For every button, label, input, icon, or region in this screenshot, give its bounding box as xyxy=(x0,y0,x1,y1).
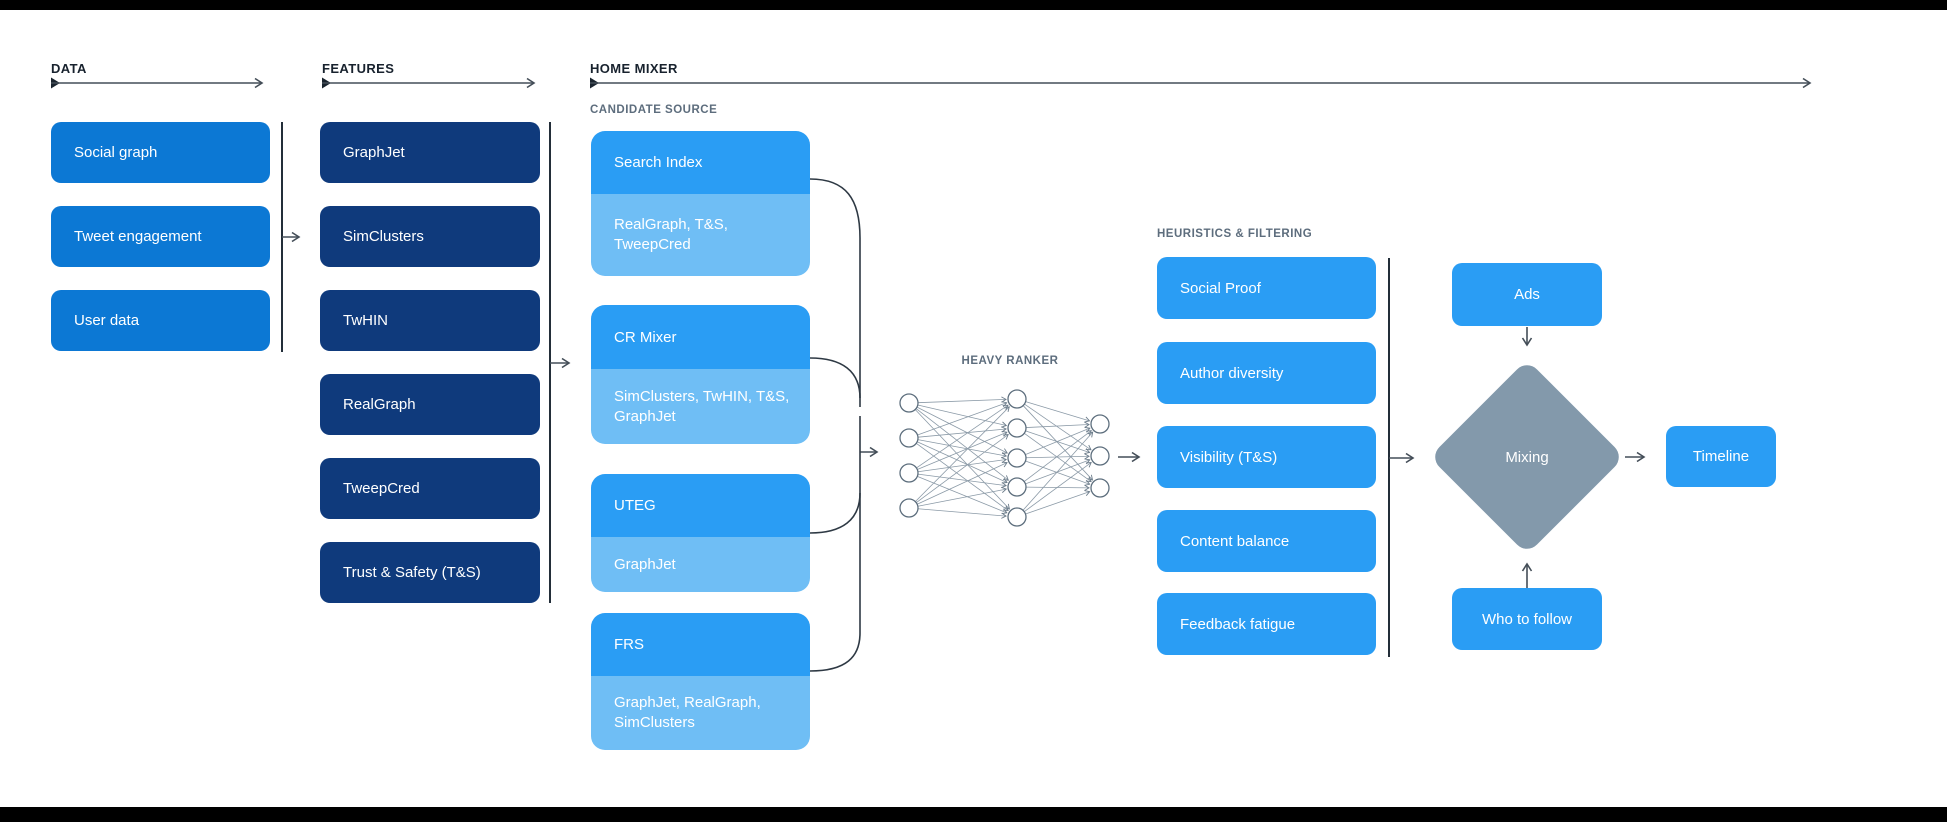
node-simclusters: SimClusters xyxy=(320,206,540,267)
candidate-search-index: Search Index RealGraph, T&S, TweepCred xyxy=(591,131,810,276)
candidate-sources: GraphJet, RealGraph, SimClusters xyxy=(591,676,810,750)
column-header-home-mixer: HOME MIXER xyxy=(590,61,678,76)
label-heavy-ranker: HEAVY RANKER xyxy=(961,355,1059,367)
node-social-proof: Social Proof xyxy=(1157,257,1376,319)
section-header-arrows xyxy=(51,77,1812,89)
candidate-collector xyxy=(809,178,861,672)
candidate-name: UTEG xyxy=(591,474,810,537)
node-visibility: Visibility (T&S) xyxy=(1157,426,1376,488)
node-timeline: Timeline xyxy=(1666,426,1776,487)
node-tweet-engagement: Tweet engagement xyxy=(51,206,270,267)
letterbox-top xyxy=(0,0,1947,10)
neural-network-edges xyxy=(914,396,1094,519)
node-realgraph: RealGraph xyxy=(320,374,540,435)
candidate-frs: FRS GraphJet, RealGraph, SimClusters xyxy=(591,613,810,750)
column-header-features: FEATURES xyxy=(322,61,395,76)
neural-network-nodes xyxy=(899,389,1110,527)
candidate-name: FRS xyxy=(591,613,810,676)
column-header-data: DATA xyxy=(51,61,87,76)
mixing-diamond-label: Mixing xyxy=(1505,448,1549,466)
candidate-sources: RealGraph, T&S, TweepCred xyxy=(591,194,810,276)
label-candidate-source: CANDIDATE SOURCE xyxy=(590,104,718,116)
node-ads: Ads xyxy=(1452,263,1602,326)
node-trust-safety: Trust & Safety (T&S) xyxy=(320,542,540,603)
candidate-cr-mixer: CR Mixer SimClusters, TwHIN, T&S, GraphJ… xyxy=(591,305,810,444)
candidate-sources: GraphJet xyxy=(591,537,810,592)
candidate-uteg: UTEG GraphJet xyxy=(591,474,810,592)
candidate-name: Search Index xyxy=(591,131,810,194)
candidate-sources: SimClusters, TwHIN, T&S, GraphJet xyxy=(591,369,810,444)
node-content-balance: Content balance xyxy=(1157,510,1376,572)
node-social-graph: Social graph xyxy=(51,122,270,183)
letterbox-bottom xyxy=(0,807,1947,822)
label-heuristics-filtering: HEURISTICS & FILTERING xyxy=(1157,228,1313,240)
candidate-name: CR Mixer xyxy=(591,305,810,369)
node-feedback-fatigue: Feedback fatigue xyxy=(1157,593,1376,655)
node-user-data: User data xyxy=(51,290,270,351)
node-who-to-follow: Who to follow xyxy=(1452,588,1602,650)
flow-arrows xyxy=(282,231,1646,588)
node-graphjet: GraphJet xyxy=(320,122,540,183)
node-twhin: TwHIN xyxy=(320,290,540,351)
node-author-diversity: Author diversity xyxy=(1157,342,1376,404)
node-tweepcred: TweepCred xyxy=(320,458,540,519)
